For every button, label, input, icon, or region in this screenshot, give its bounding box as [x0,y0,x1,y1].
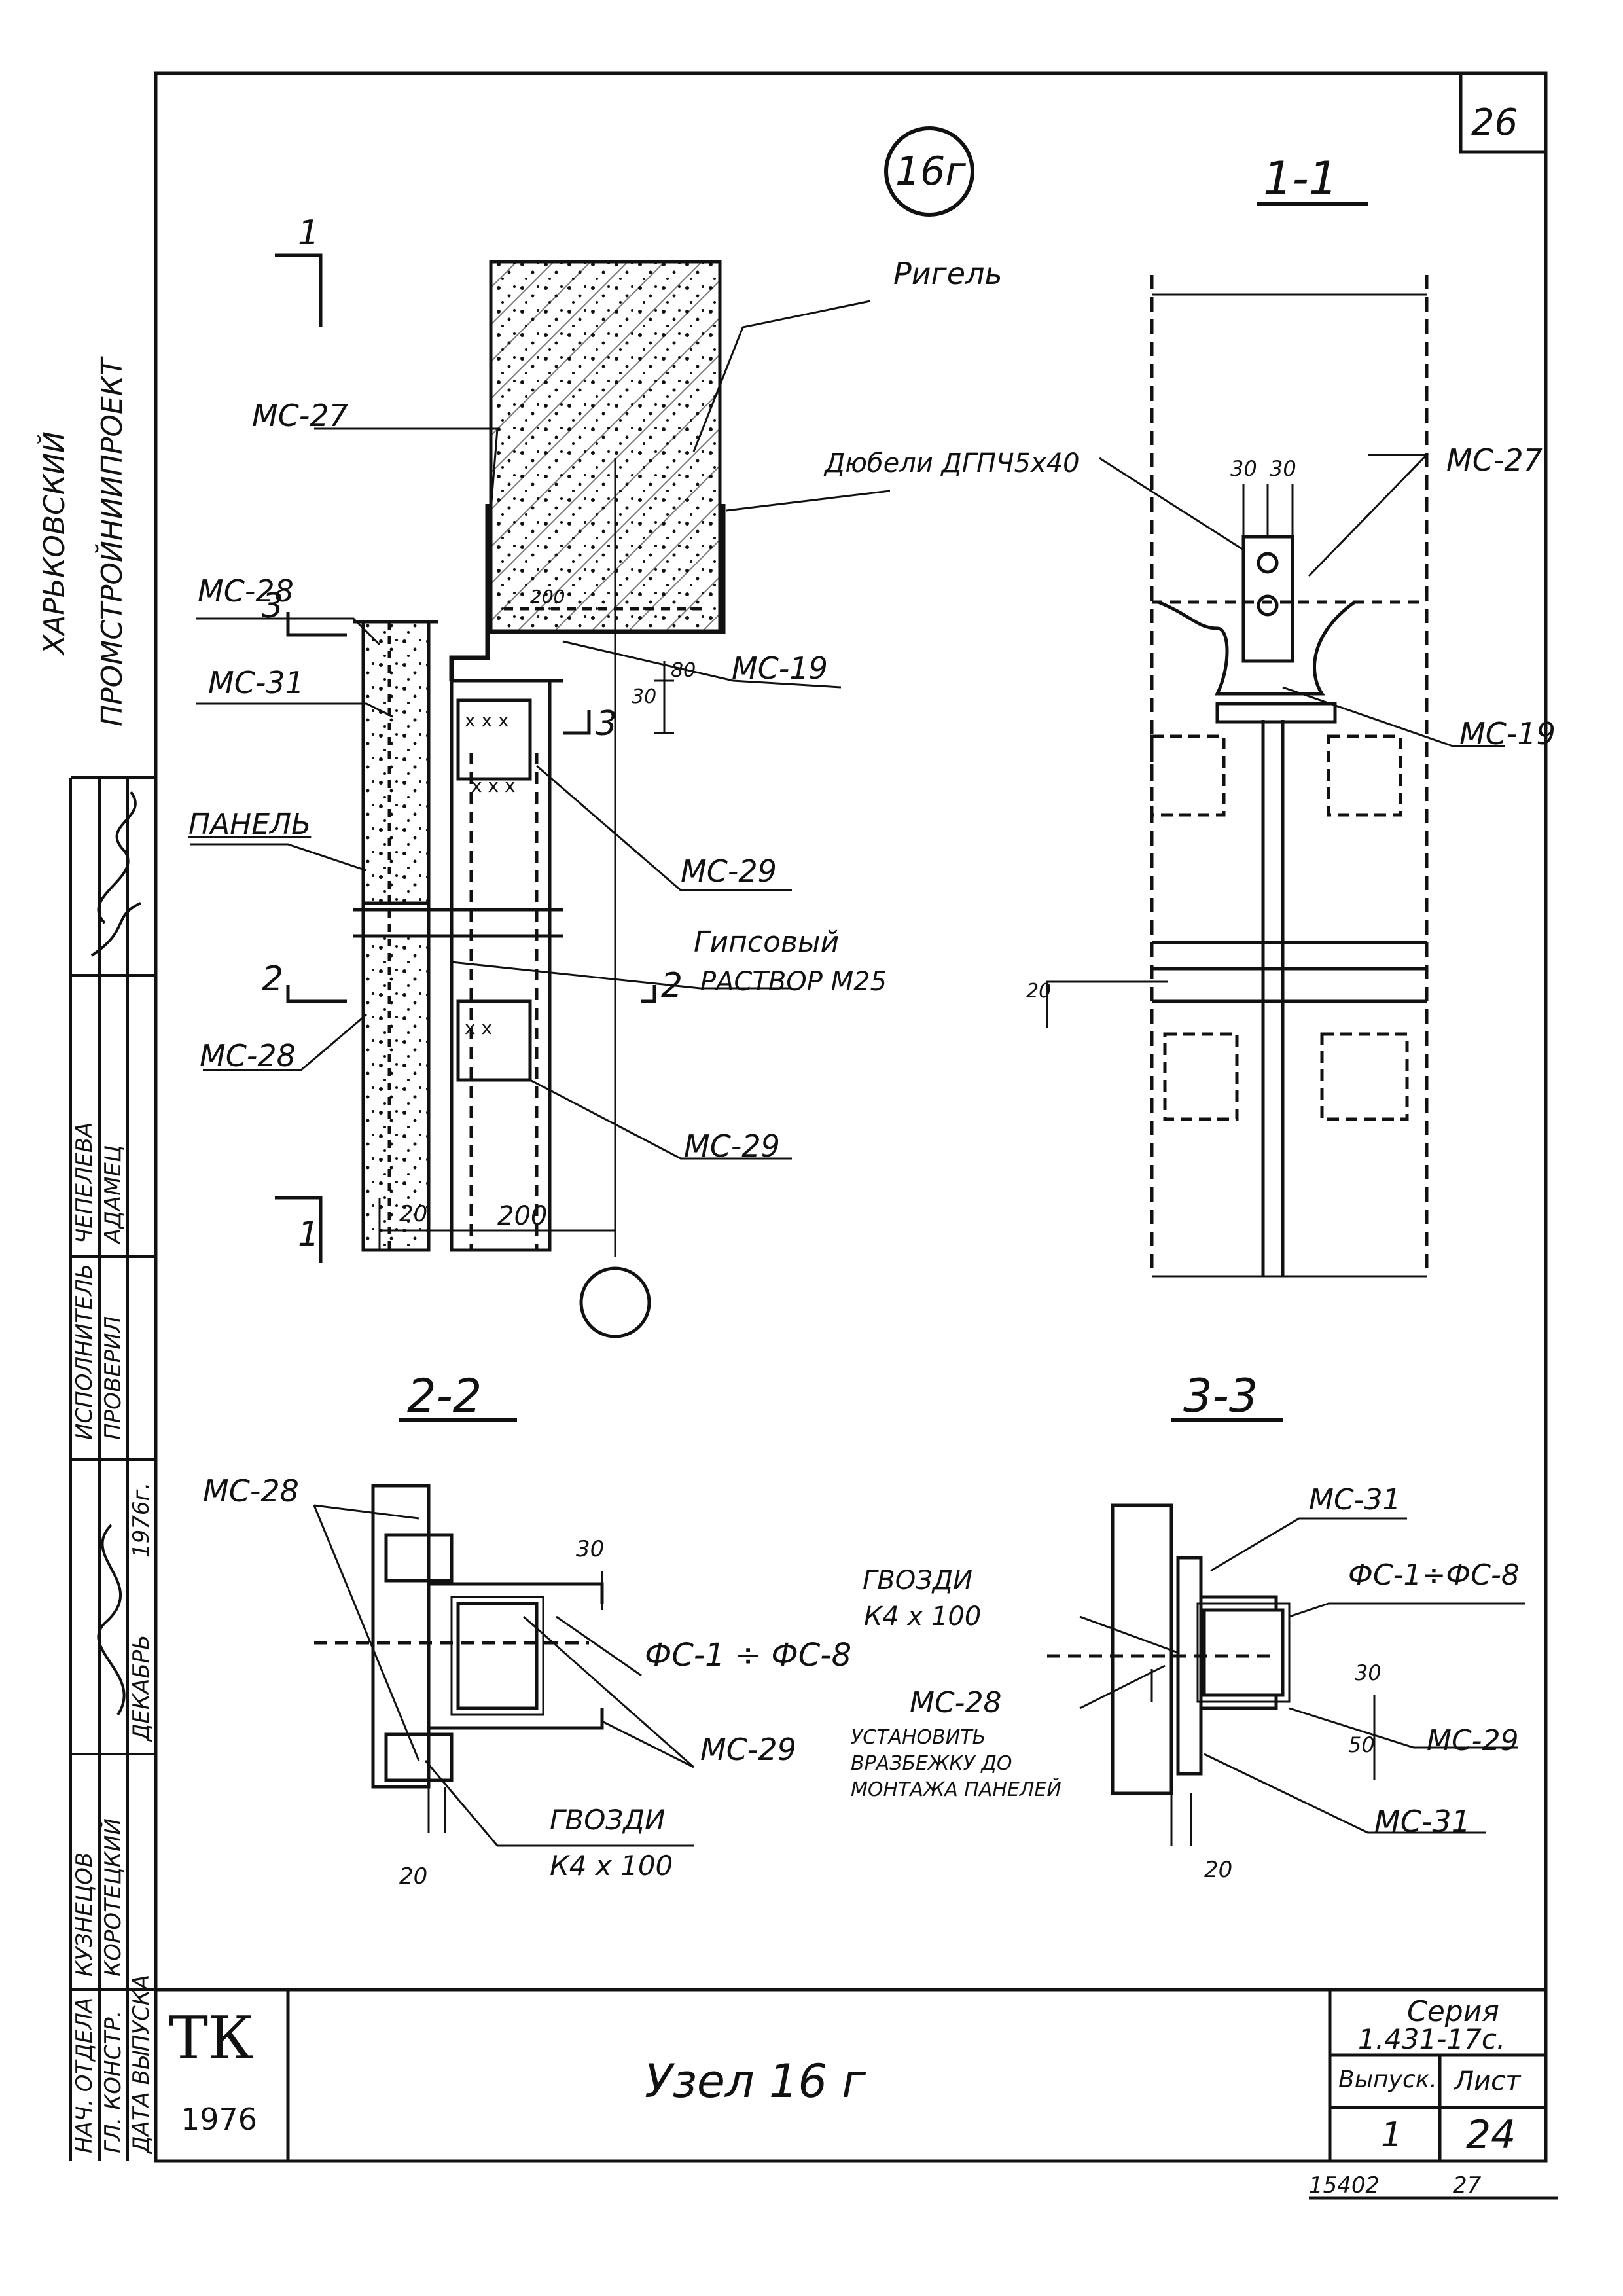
dim-30-b: 30 [1270,456,1296,481]
ms28-top-label: МС-28 [198,573,294,609]
svg-text:x x x: x x x [471,775,516,797]
ms27-label-1-1: МС-27 [1446,442,1543,478]
node-badge: 16г [895,149,966,194]
ms31-label: МС-31 [208,665,304,700]
section-2-2 [313,1418,694,1847]
dim-50-3-3: 50 [1348,1732,1375,1757]
dowels-label: Дюбели ДГПЧ5х40 [825,448,1080,478]
title-block-frame [156,1988,1558,2200]
node-badge-circle [884,126,974,217]
dim-30-3-3: 30 [1355,1660,1382,1685]
ms28-bot-label: МС-28 [200,1038,296,1073]
main-view: x x x x x x x x [190,253,891,1338]
dim-20: 20 [399,1201,428,1227]
dim-30-2-2: 30 [576,1536,605,1562]
section-mark-2-left: 2 [262,960,284,999]
archive-number-2: 27 [1453,2172,1482,2198]
signature-scribbles [90,791,141,1716]
svg-text:x x: x x [465,1017,492,1039]
install-note-3: МОНТАЖА ПАНЕЛЕЙ [851,1778,1061,1801]
wall-panel [361,620,431,905]
section-3-3-title: 3-3 [1183,1369,1258,1423]
series-label: Серия [1407,1995,1499,2028]
panel-label: ПАНЕЛЬ [188,808,312,841]
svg-text:x x x: x x x [465,709,509,731]
role-issue-date: ДАТА ВЫПУСКА [128,1974,154,2153]
section-mark-1-bot: 1 [298,1215,320,1254]
org-line-2: ПРОМСТРОЙНИИПРОЕКТ [96,358,129,726]
dim-20-2-2: 20 [399,1863,428,1890]
name-korotetsky: КОРОТЕЦКИЙ [100,1818,126,1977]
nails-label-1-2-2: ГВОЗДИ [550,1804,666,1836]
page-number: 26 [1471,101,1518,144]
role-head-of-dept: НАЧ. ОТДЕЛА [71,1997,98,2153]
signature-grid [69,776,156,2161]
sheet-label: Лист [1454,2066,1521,2096]
nails-label-2-3-3: К4 х 100 [864,1602,982,1632]
ms29-label-2-2: МС-29 [700,1732,796,1767]
sheet-value: 24 [1466,2112,1516,2158]
section-mark-3-left: 3 [262,586,284,626]
ms19-label: МС-19 [732,651,828,686]
ms19-label-1-1: МС-19 [1459,716,1556,751]
dim-30: 30 [632,685,657,708]
signature-year: 1976г. [128,1482,154,1558]
name-chepeleva: ЧЕПЕЛЕВА [71,1122,98,1244]
ms28-label-3-3: МС-28 [910,1686,1002,1719]
section-1-1 [1046,202,1505,1278]
dim-200: 200 [497,1201,548,1231]
tk-logo: ТК [169,2004,254,2073]
dim-20-1-1: 20 [1026,980,1052,1003]
dim-80: 80 [671,659,696,682]
gypsum-label-1: Гипсовый [694,925,840,959]
org-line-1: ХАРЬКОВСКИЙ [38,431,71,655]
name-december: ДЕКАБРЬ [128,1634,154,1741]
ms29-top-label: МС-29 [681,853,777,889]
ms28-label-2-2: МС-28 [203,1473,299,1509]
issue-value: 1 [1381,2115,1403,2155]
nails-label-1-3-3: ГВОЗДИ [863,1566,973,1596]
tk-year: 1976 [181,2102,258,2137]
sheet-frame [154,71,1548,2163]
nails-label-2-2-2: К4 х 100 [550,1850,673,1882]
series-value: 1.431-17с. [1358,2023,1506,2055]
gypsum-label-2: РАСТВОР М25 [700,967,887,997]
name-kuznetsov: КУЗНЕЦОВ [71,1852,98,1977]
ms29-bot-label: МС-29 [684,1128,780,1164]
section-3-3 [1047,1418,1525,1846]
section-mark-2-right: 2 [661,966,683,1005]
role-chief-designer: ГЛ. КОНСТР. [100,2010,126,2153]
issue-label: Выпуск. [1338,2066,1437,2093]
role-checked: ПРОВЕРИЛ [100,1316,126,1440]
rigel-label: Ригель [893,256,1003,291]
name-adamets: АДАМЕЦ [100,1145,126,1244]
install-note-1: УСТАНОВИТЬ [851,1726,986,1749]
section-mark-1-top: 1 [298,213,320,253]
section-1-1-title: 1-1 [1263,152,1338,206]
section-mark-3-right: 3 [596,704,618,744]
archive-number: 15402 [1309,2172,1380,2198]
ms31-top-label-3-3: МС-31 [1309,1483,1401,1516]
fs-label-3-3: ФС-1÷ФС-8 [1348,1558,1520,1592]
drawing-title: Узел 16 г [645,2054,866,2108]
section-2-2-title: 2-2 [407,1369,482,1423]
dim-30-a: 30 [1230,456,1257,481]
install-note-2: ВРАЗБЕЖКУ ДО [851,1752,1012,1775]
dim-20-3-3: 20 [1204,1857,1233,1883]
ms31-bot-label-3-3: МС-31 [1374,1804,1471,1839]
ms29-label-3-3: МС-29 [1427,1724,1519,1757]
role-executor: ИСПОЛНИТЕЛЬ [71,1263,98,1440]
dim-200-beam: 200 [530,586,565,607]
fs-label-2-2: ФС-1 ÷ ФС-8 [645,1637,852,1674]
ms27-label: МС-27 [252,398,348,433]
